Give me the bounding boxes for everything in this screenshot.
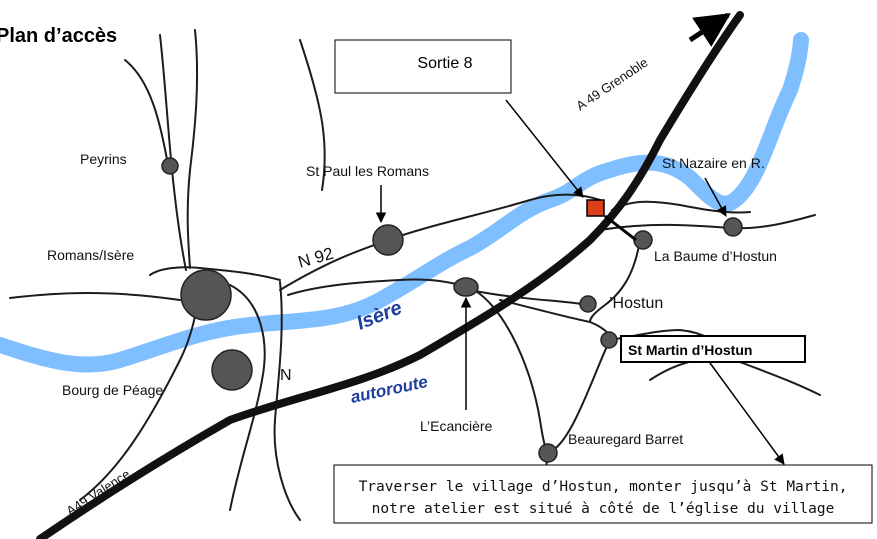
workshop-marker bbox=[586, 199, 605, 217]
st-martin-box bbox=[620, 335, 806, 363]
town-ecanciere bbox=[453, 277, 479, 297]
label-la-baume: La Baume d’Hostun bbox=[654, 248, 777, 264]
label-a49-grenoble: A 49 Grenoble bbox=[573, 55, 650, 114]
label-beauregard: Beauregard Barret bbox=[568, 431, 683, 447]
label-n: N bbox=[280, 367, 292, 384]
label-st-paul: St Paul les Romans bbox=[306, 163, 429, 179]
directions-line-2: notre atelier est situé à côté de l’égli… bbox=[372, 501, 835, 517]
town-hostun bbox=[579, 295, 597, 313]
exit-box bbox=[334, 39, 512, 94]
label-a49-valence: A49 Valence bbox=[63, 466, 132, 518]
river-isere bbox=[0, 32, 809, 373]
workshop-to-la-baume-link bbox=[604, 214, 637, 242]
town-peyrins bbox=[161, 157, 179, 175]
town-romans bbox=[180, 269, 232, 321]
directions-line-1: Traverser le village d’Hostun, monter ju… bbox=[359, 479, 848, 495]
label-hostun: ’Hostun bbox=[609, 295, 663, 312]
st-martin-label: St Martin d’Hostun bbox=[628, 342, 752, 358]
town-beauregard bbox=[538, 443, 558, 463]
town-bourg-de-peage bbox=[211, 349, 253, 391]
town-st-nazaire bbox=[723, 217, 743, 237]
label-peyrins: Peyrins bbox=[80, 151, 127, 167]
label-romans: Romans/Isère bbox=[47, 247, 134, 263]
town-st-paul bbox=[372, 224, 404, 256]
st-martin-pointer bbox=[709, 362, 785, 465]
label-st-nazaire: St Nazaire en R. bbox=[662, 155, 765, 171]
st-nazaire-pointer bbox=[704, 177, 727, 217]
label-bourg-de-peage: Bourg de Péage bbox=[62, 382, 163, 398]
town-st-martin bbox=[600, 331, 618, 349]
exit-pointer bbox=[505, 99, 584, 198]
label-ecanciere: L’Ecancière bbox=[420, 418, 493, 434]
grenoble-direction-arrow bbox=[688, 12, 731, 47]
directions-box bbox=[333, 464, 873, 524]
town-la-baume bbox=[633, 230, 653, 250]
exit-box-label: Sortie 8 bbox=[417, 55, 472, 72]
map-title: Plan d’accès bbox=[0, 25, 117, 47]
motorway-a49 bbox=[36, 11, 744, 539]
label-n92: N 92 bbox=[296, 244, 336, 272]
